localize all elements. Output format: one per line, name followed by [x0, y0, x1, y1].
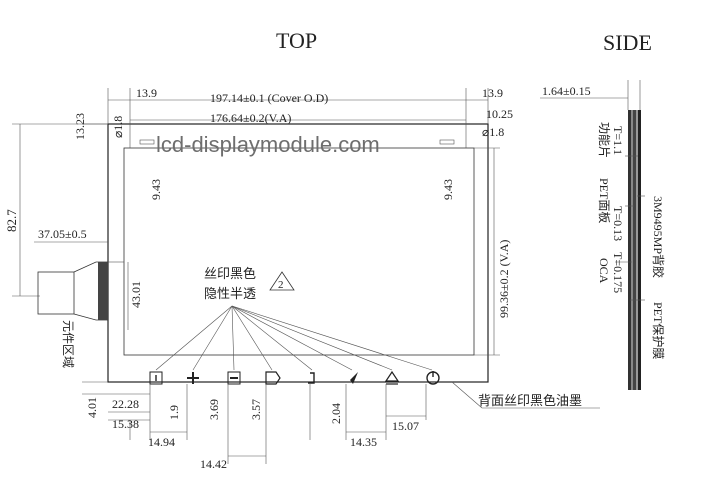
music-icon [308, 372, 315, 384]
icon-row [149, 370, 440, 385]
navigation-icon [346, 372, 358, 384]
fpc-body [37, 271, 75, 315]
menu-icon [149, 371, 163, 385]
fpc-contacts [98, 262, 108, 320]
dim-fpc-width: 37.05±0.5 [38, 227, 87, 241]
dim-d2: 1.9 [167, 405, 181, 420]
dim-left-offset: 13.23 [73, 113, 87, 140]
dim-d1: 22.28 [112, 397, 139, 411]
plus-icon [187, 372, 199, 384]
leader-lines [155, 305, 433, 371]
silk-note-line1: 丝印黑色 [204, 266, 256, 281]
dim-fpc-height: 43.01 [129, 281, 143, 308]
dim-d5: 2.04 [329, 403, 343, 424]
minus-icon [227, 371, 241, 385]
layer4-thickness: T=0.175 [611, 252, 625, 293]
dim-bottom-offset: 4.01 [85, 397, 99, 418]
dim-overall-height: 82.7 [4, 209, 19, 232]
side-view-title: SIDE [603, 30, 652, 55]
eject-icon [384, 370, 400, 385]
layer-pet-protect [628, 110, 631, 390]
dim-d3: 3.69 [207, 399, 221, 420]
hole-right [439, 139, 455, 145]
power-icon [426, 371, 440, 385]
dim-inner-right: 9.43 [441, 179, 455, 200]
layer-oca [631, 110, 633, 390]
layer3-thickness: T=0.13 [611, 206, 625, 241]
layer1-thickness: T=1.1 [611, 126, 625, 155]
dim-inner-left: 9.43 [149, 179, 163, 200]
dim-d10: 14.42 [200, 457, 227, 471]
dim-margin-left: 13.9 [136, 86, 157, 100]
layer4-label: OCA [597, 258, 611, 284]
dim-right-offset: 10.25 [486, 107, 513, 121]
bottom-dim-lines [82, 381, 427, 464]
callout-number: 2 [278, 279, 284, 291]
top-view-title: TOP [276, 28, 317, 53]
back-ink-label: 背面丝印黑色油墨 [478, 393, 582, 408]
layer1-label: 功能片 [597, 122, 611, 158]
callout-triangle [269, 271, 295, 291]
dim-d8: 14.94 [148, 435, 175, 449]
dim-d4: 3.57 [249, 399, 263, 420]
watermark: lcd-displaymodule.com [156, 132, 380, 157]
side-view [540, 80, 645, 390]
dim-va-width: 176.64±0.2(V.A) [210, 111, 291, 125]
component-area-label: 元件区域 [61, 320, 75, 368]
dim-cover-od: 197.14±0.1 (Cover O.D) [210, 91, 328, 105]
dim-d6: 15.07 [392, 419, 419, 433]
layer2-label: PET面板 [597, 178, 611, 223]
dim-d9: 14.35 [350, 435, 377, 449]
dim-hole-right: ⌀1.8 [482, 125, 504, 139]
silk-note-line2: 隐性半透 [204, 286, 256, 301]
dim-va-height: 99.36±0.2 (V.A) [497, 240, 511, 318]
back-ink-leader [451, 381, 483, 409]
layer-pet-panel [633, 110, 636, 390]
cover-glass-outline [107, 123, 489, 383]
dim-margin-right: 13.9 [482, 86, 503, 100]
dim-hole-left: ⌀1.8 [111, 116, 125, 138]
side-thickness: 1.64±0.15 [542, 84, 591, 98]
layer5-label: PET保护膜 [651, 302, 665, 359]
dim-d7: 15.38 [112, 417, 139, 431]
back-icon [265, 371, 281, 385]
hole-left [139, 139, 155, 145]
layer3-label: 3M9495MP背胶 [651, 196, 666, 278]
layer-function [638, 110, 641, 390]
viewing-area-outline [123, 147, 475, 356]
layer-adhesive [636, 110, 638, 390]
